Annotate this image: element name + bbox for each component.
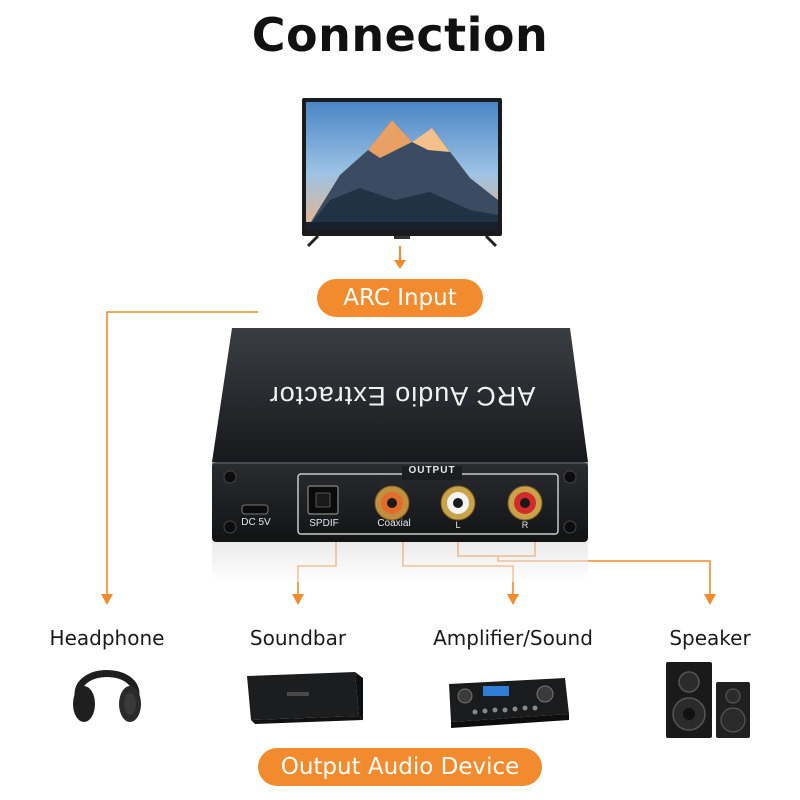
headphone-icon [73, 670, 141, 722]
soundbar-icon [247, 672, 363, 724]
device-label-speaker: Speaker [669, 626, 751, 650]
coaxial-port-label: Coaxial [377, 518, 411, 529]
amplifier-icon [449, 678, 569, 728]
arc-extractor-box [212, 328, 588, 582]
output-caption: OUTPUT [408, 465, 456, 476]
spdif-port-label: SPDIF [309, 518, 339, 529]
connector-arrows [101, 594, 716, 605]
right-channel-label: R [521, 520, 529, 530]
device-label-soundbar: Soundbar [249, 626, 347, 650]
arc-input-pill: ARC Input [317, 279, 483, 317]
output-device-pill: Output Audio Device [258, 748, 542, 786]
tv-icon [302, 98, 502, 248]
left-channel-label: L [455, 520, 461, 530]
page-title: Connection [251, 8, 549, 62]
device-label-headphone: Headphone [49, 626, 165, 650]
dc-port-label: DC 5V [241, 517, 271, 528]
device-label-amplifier: Amplifier/Sound [433, 626, 593, 650]
speaker-icon [666, 662, 750, 738]
box-name-label: ARC Audio Extractor [268, 381, 536, 411]
